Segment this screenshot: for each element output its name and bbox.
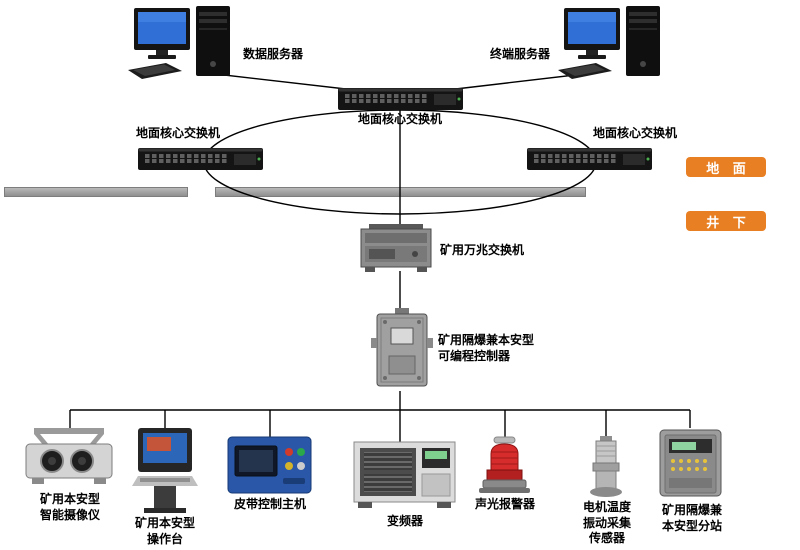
substation-device — [658, 428, 723, 500]
inverter-device — [352, 440, 457, 510]
core-switch-left-label: 地面核心交换机 — [135, 126, 220, 140]
belt-control-host-label: 皮带控制主机 — [233, 497, 306, 511]
camera-icon — [25, 428, 113, 484]
underground-badge: 井 下 — [686, 211, 766, 231]
terminal-server-device — [558, 6, 663, 81]
alarm-label: 声光报警器 — [474, 497, 535, 511]
computer-icon — [128, 6, 230, 79]
plc-label: 矿用隔爆兼本安型 可编程控制器 — [438, 333, 535, 363]
sensor-icon — [590, 436, 622, 497]
core-switch-center-label: 地面核心交换机 — [357, 112, 442, 126]
switch-icon — [138, 148, 263, 170]
data-server-label: 数据服务器 — [243, 47, 304, 61]
core-switch-center — [338, 88, 463, 110]
ground-badge: 地 面 — [686, 157, 766, 177]
computer-icon — [558, 6, 660, 79]
substation-label: 矿用隔爆兼 本安型分站 — [661, 503, 722, 533]
alarm-icon — [479, 436, 530, 493]
inverter-icon — [353, 441, 456, 508]
belt-control-host-device — [227, 436, 312, 494]
camera-label: 矿用本安型 智能摄像仪 — [39, 492, 100, 522]
mine-switch-label: 矿用万兆交换机 — [440, 243, 525, 257]
sensor-device — [585, 436, 627, 498]
inverter-label: 变频器 — [386, 514, 423, 528]
mine-switch-device — [357, 224, 435, 272]
plc-device — [371, 308, 433, 392]
switch-icon — [527, 148, 652, 170]
belt-control-host-icon — [227, 436, 312, 494]
data-server-device — [128, 6, 233, 81]
switch-icon — [338, 88, 463, 110]
substation-icon — [659, 429, 722, 497]
console-label: 矿用本安型 操作台 — [134, 516, 195, 546]
mine-switch-icon — [360, 224, 432, 272]
core-switch-right — [527, 148, 652, 170]
alarm-device — [477, 436, 532, 494]
sensor-label: 电机温度 振动采集 传感器 — [582, 500, 631, 546]
core-switch-left — [138, 148, 263, 170]
console-icon — [132, 428, 198, 513]
terminal-server-label: 终端服务器 — [490, 47, 551, 61]
camera-device — [22, 426, 117, 488]
surface-bar-left — [4, 187, 188, 197]
core-switch-right-label: 地面核心交换机 — [592, 126, 677, 140]
plc-icon — [371, 308, 433, 387]
console-device — [132, 428, 198, 514]
